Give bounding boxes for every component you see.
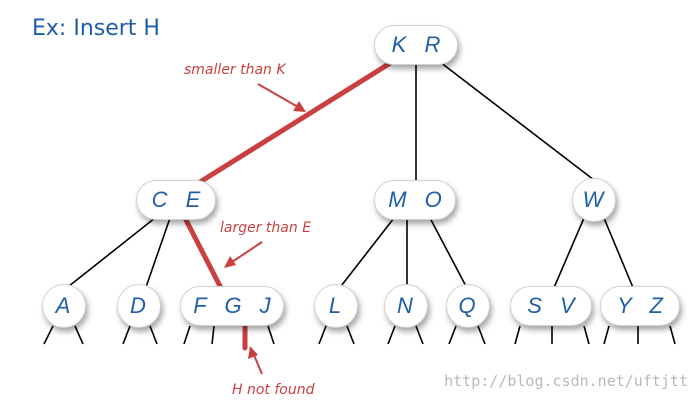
leaf-l: L [314,284,358,328]
watermark-url: http://blog.csdn.net/uftjtt [444,372,688,390]
node-w: W [572,178,616,222]
leaf-a: A [42,284,86,328]
leaf-d: D [117,284,161,328]
leaf-yz: Y Z [600,286,680,326]
edge-w-yz [603,217,635,291]
edge-root-w [439,61,595,181]
edge-ce-a [63,217,156,291]
edge-mo-q [429,217,469,291]
arrow-larger-than-e [224,241,263,268]
edge-ce-d [144,217,171,291]
leaf-q: Q [446,284,490,328]
diagram-title: Ex: Insert H [32,16,160,41]
annotation-smaller-than-k: smaller than K [184,62,286,78]
leaf-n: N [384,284,428,328]
annotation-h-not-found: H not found [232,382,315,398]
path-root-ce [197,59,395,185]
node-ce: C E [136,180,216,220]
arrow-smaller-than-k [257,83,306,112]
node-mo: M O [374,180,456,220]
annotation-larger-than-e: larger than E [220,220,312,236]
arrow-h-not-found [248,346,263,375]
null-links [43,325,676,345]
leaf-sv: S V [510,286,592,326]
edge-mo-l [337,217,395,291]
path-ce-fgj [182,215,225,293]
root-node-kr: K R [374,25,458,65]
leaf-fgj: F G J [180,286,284,326]
edge-w-sv [552,217,585,291]
